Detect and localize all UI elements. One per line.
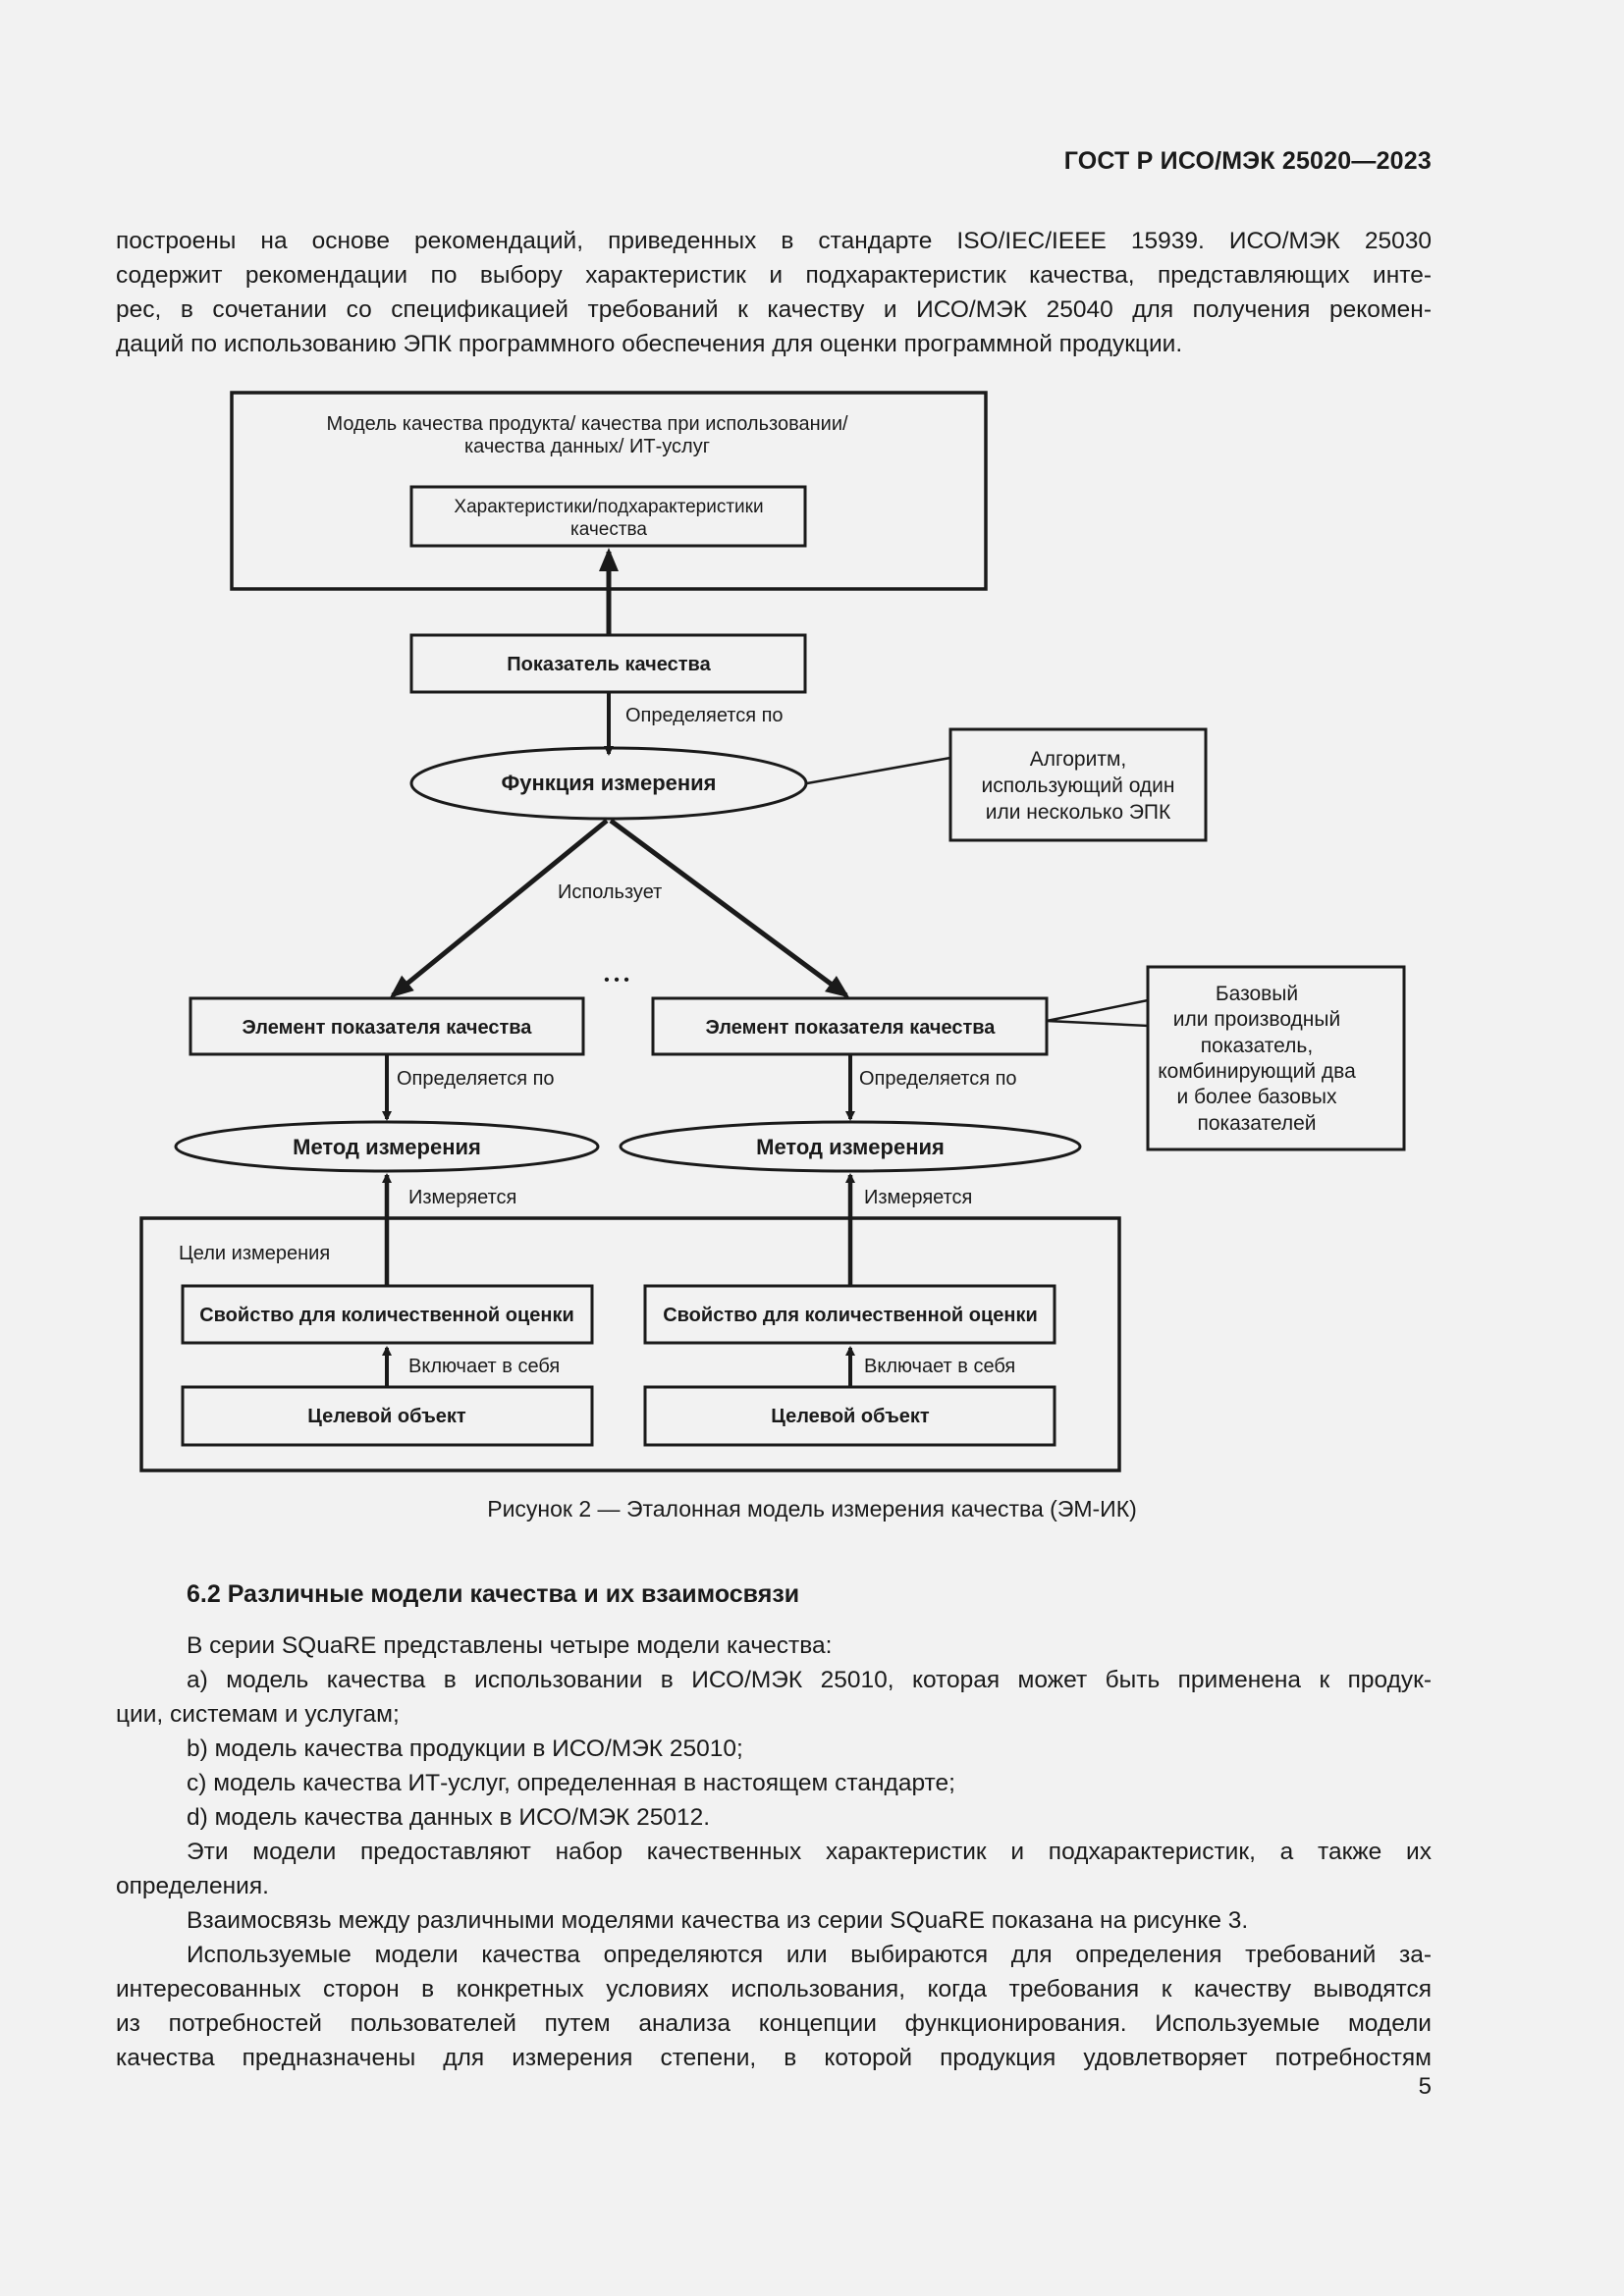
quality-indicator-label: Показатель качества <box>507 654 711 675</box>
page-number: 5 <box>1418 2073 1432 2100</box>
paragraph-models: Эти модели предоставляют набор качествен… <box>116 1835 1432 1903</box>
algorithm-label-line2: использующий один <box>981 774 1174 797</box>
list-item-b: b) модель качества продукции в ИСО/МЭК 2… <box>187 1735 743 1762</box>
arrow-function-to-right-element <box>609 818 850 998</box>
base-label-line5: и более базовых <box>1176 1086 1337 1108</box>
defined-by-label-right: Определяется по <box>859 1068 1017 1090</box>
target-object-label-left: Целевой объект <box>307 1406 466 1427</box>
characteristics-label-line2: качества <box>570 519 647 540</box>
characteristics-label-line1: Характеристики/подхарактеристики <box>454 497 763 517</box>
quality-indicator-box <box>409 633 807 694</box>
measured-label-left: Измеряется <box>408 1187 516 1208</box>
paragraph-line: из потребностей пользователей путем анал… <box>116 2010 1432 2037</box>
ellipsis-label: • • • <box>604 972 629 988</box>
figure-caption: Рисунок 2 — Эталонная модель измерения к… <box>487 1496 1137 1522</box>
base-label-line2: или производный <box>1173 1008 1340 1031</box>
intro-line: построены на основе рекомендаций, привед… <box>116 228 1432 254</box>
base-label-line1: Базовый <box>1216 983 1298 1005</box>
base-label-line6: показателей <box>1197 1112 1316 1135</box>
property-label-left: Свойство для количественной оценки <box>199 1305 574 1326</box>
paragraph-line: интересованных сторон в конкретных услов… <box>116 1976 1432 2002</box>
list-item-c: c) модель качества ИТ-услуг, определенна… <box>187 1770 955 1796</box>
method-label-right: Метод измерения <box>756 1135 945 1159</box>
measurement-function-label: Функция измерения <box>501 771 716 795</box>
algorithm-callout-box <box>948 727 1208 842</box>
defined-by-label: Определяется по <box>625 705 784 726</box>
element-label-right: Элемент показателя качества <box>706 1017 997 1039</box>
quality-model-label-line2: качества данных/ ИТ-услуг <box>464 436 710 457</box>
includes-label-left: Включает в себя <box>408 1356 560 1377</box>
paragraph-line: Эти модели предоставляют набор качествен… <box>187 1839 1432 1865</box>
intro-line: содержит рекомендации по выбору характер… <box>116 262 1432 289</box>
target-object-box-right <box>643 1385 1056 1447</box>
section-lead: В серии SQuaRE представлены четыре модел… <box>187 1632 833 1659</box>
property-label-right: Свойство для количественной оценки <box>663 1305 1038 1326</box>
target-object-box-left <box>181 1385 594 1447</box>
arrow-function-to-left-element <box>389 819 609 998</box>
list-item-d: d) модель качества данных в ИСО/МЭК 2501… <box>187 1804 711 1831</box>
quality-model-label-line1: Модель качества продукта/ качества при и… <box>326 413 848 435</box>
measured-label-right: Измеряется <box>864 1187 972 1208</box>
measurement-targets-box <box>139 1216 1121 1472</box>
list-item-a: a) модель качества в использовании в ИСО… <box>116 1663 1432 1732</box>
base-label-line4: комбинирующий два <box>1158 1060 1356 1083</box>
intro-paragraph: построены на основе рекомендаций, привед… <box>116 224 1432 361</box>
algorithm-callout-pointer <box>806 756 952 793</box>
section-heading: 6.2 Различные модели качества и их взаим… <box>187 1580 800 1608</box>
list-item-a-line1: a) модель качества в использовании в ИСО… <box>187 1667 1432 1693</box>
intro-line: даций по использованию ЭПК программного … <box>116 331 1183 357</box>
paragraph-line: качества предназначены для измерения сте… <box>116 2045 1432 2071</box>
method-label-left: Метод измерения <box>293 1135 481 1159</box>
base-callout-pointer <box>1046 998 1150 1028</box>
uses-label: Использует <box>558 881 662 903</box>
algorithm-label-line3: или несколько ЭПК <box>986 801 1171 824</box>
element-box-left <box>189 996 585 1056</box>
document-header: ГОСТ Р ИСО/МЭК 25020—2023 <box>1063 147 1432 175</box>
includes-label-right: Включает в себя <box>864 1356 1015 1377</box>
paragraph-line: Используемые модели качества определяютс… <box>187 1942 1432 1968</box>
base-callout-box <box>1146 965 1406 1151</box>
targets-title: Цели измерения <box>179 1243 330 1264</box>
algorithm-label-line1: Алгоритм, <box>1030 748 1126 771</box>
figure-2-diagram: Модель качества продукта/ качества при и… <box>139 391 1406 1472</box>
element-label-left: Элемент показателя качества <box>243 1017 533 1039</box>
property-box-left <box>181 1284 594 1345</box>
paragraph-relationship: Взаимосвязь между различными моделями ка… <box>187 1907 1249 1934</box>
defined-by-label-left: Определяется по <box>397 1068 555 1090</box>
paragraph-used-models: Используемые модели качества определяютс… <box>116 1938 1432 2075</box>
target-object-label-right: Целевой объект <box>771 1406 930 1427</box>
intro-line: рес, в сочетании со спецификацией требов… <box>116 296 1432 323</box>
list-item-a-line2: ции, системам и услугам; <box>116 1701 400 1728</box>
base-label-line3: показатель, <box>1201 1035 1313 1057</box>
method-ellipse-left <box>174 1120 600 1173</box>
measurement-function-ellipse <box>409 746 808 821</box>
method-ellipse-right <box>619 1120 1082 1173</box>
property-box-right <box>643 1284 1056 1345</box>
paragraph-line: определения. <box>116 1873 269 1899</box>
characteristics-box <box>409 485 807 548</box>
element-box-right <box>651 996 1049 1056</box>
